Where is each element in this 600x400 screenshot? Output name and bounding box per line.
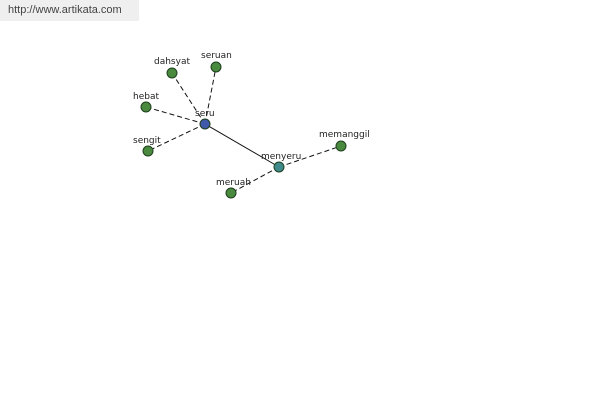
graph-edges <box>145 66 342 194</box>
edge-menyeru-memanggil <box>278 145 342 168</box>
edge-seru-dahsyat <box>171 72 206 125</box>
graph-nodes <box>140 61 347 199</box>
node-label-seru: seru <box>195 109 215 119</box>
node-label-memanggil: memanggil <box>319 130 370 140</box>
node-sengit[interactable] <box>142 145 154 157</box>
edge-seru-menyeru <box>204 123 280 168</box>
node-memanggil[interactable] <box>335 140 347 152</box>
node-label-dahsyat: dahsyat <box>154 57 190 67</box>
node-label-meruah: meruah <box>216 178 251 188</box>
edge-seru-seruan <box>204 66 217 125</box>
source-url-banner[interactable]: http://www.artikata.com <box>0 0 139 21</box>
node-label-menyeru: menyeru <box>261 152 301 162</box>
edge-seru-hebat <box>145 106 206 125</box>
graph-labels: seru dahsyat seruan hebat sengit menyeru meman… <box>133 51 370 188</box>
node-label-seruan: seruan <box>201 51 232 61</box>
edge-menyeru-meruah <box>230 166 280 194</box>
node-dahsyat[interactable] <box>166 67 178 79</box>
node-label-hebat: hebat <box>133 92 159 102</box>
node-menyeru[interactable] <box>273 161 285 173</box>
node-seruan[interactable] <box>210 61 222 73</box>
node-seru[interactable] <box>199 118 211 130</box>
edge-seru-sengit <box>147 123 206 152</box>
node-hebat[interactable] <box>140 101 152 113</box>
node-meruah[interactable] <box>225 187 237 199</box>
node-label-sengit: sengit <box>133 136 161 146</box>
